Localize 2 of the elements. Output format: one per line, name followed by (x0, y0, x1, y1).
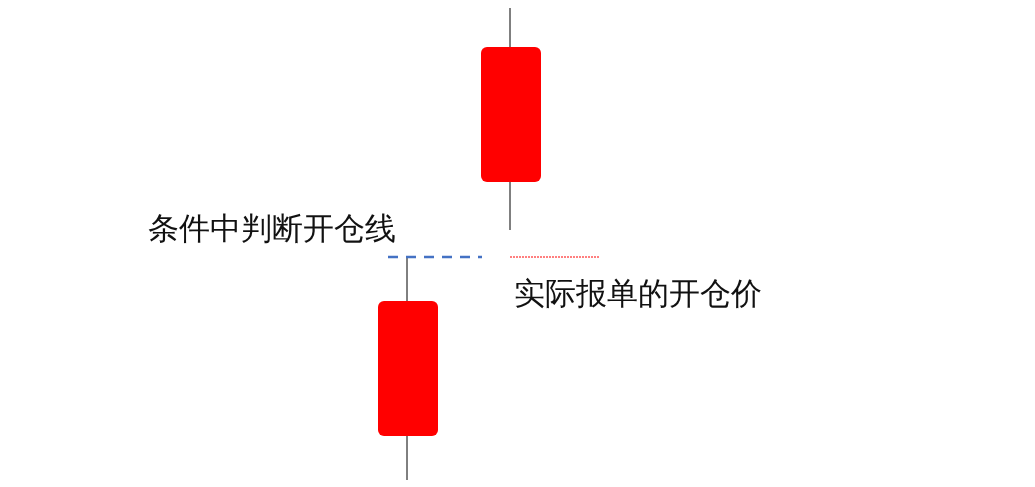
annotation-text: 实际报单的开仓价 (514, 276, 762, 311)
annotation-text: 条件中判断开仓线 (148, 211, 396, 246)
